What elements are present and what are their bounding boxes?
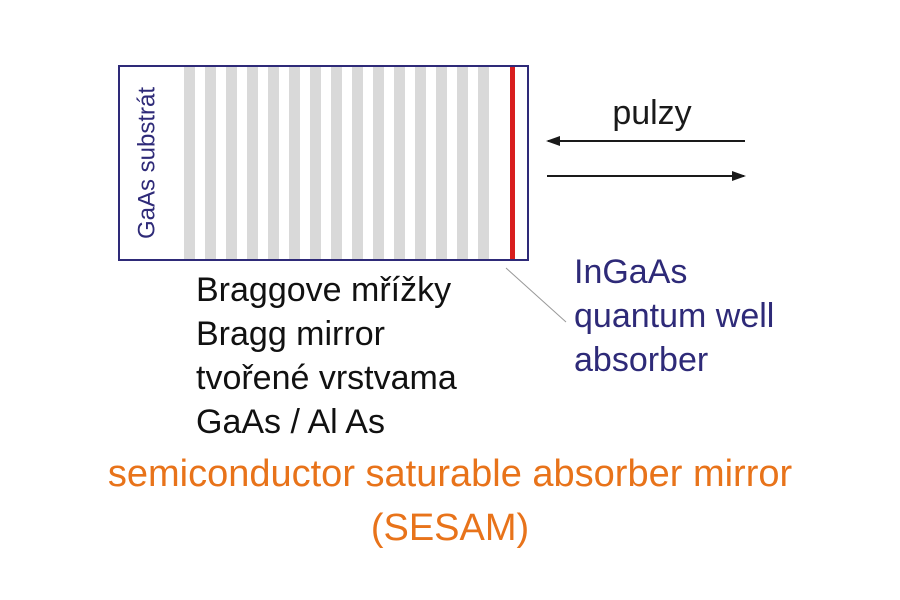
pulses-label: pulzy xyxy=(612,94,691,132)
bragg-layer-stripe xyxy=(436,67,447,259)
mirror-block xyxy=(118,65,529,261)
caption-acronym: (SESAM) xyxy=(370,507,530,549)
bragg-layer-stripe xyxy=(394,67,405,259)
bragg-layer-stripe xyxy=(478,67,489,259)
bragg-line-3: tvořené vrstvama xyxy=(196,359,457,397)
bragg-line-2: Bragg mirror xyxy=(196,315,385,353)
caption-title: semiconductor saturable absorber mirror xyxy=(107,453,793,495)
bragg-mirror-description: Braggove mřížky Bragg mirror tvořené vrs… xyxy=(196,268,457,444)
absorber-line-1: InGaAs xyxy=(574,253,688,291)
bragg-layer-stripe xyxy=(415,67,426,259)
bragg-layer-stripe xyxy=(373,67,384,259)
bragg-layer-stripe xyxy=(310,67,321,259)
mirror-frame xyxy=(118,65,529,261)
absorber-line-2: quantum well xyxy=(574,297,775,335)
bragg-layer-stripe xyxy=(226,67,237,259)
absorber-description: InGaAs quantum well absorber xyxy=(574,250,774,382)
substrate-label: GaAs substrát xyxy=(133,87,160,239)
bragg-layer-stripe xyxy=(352,67,363,259)
bragg-line-1: Braggove mřížky xyxy=(196,271,452,309)
bragg-layer-stripe xyxy=(457,67,468,259)
absorber-line-3: absorber xyxy=(574,341,709,379)
bragg-layer-stripe xyxy=(247,67,258,259)
bragg-layer-stripe xyxy=(331,67,342,259)
bragg-layer-stripe xyxy=(268,67,279,259)
bragg-line-4: GaAs / Al As xyxy=(196,403,385,441)
bragg-layers xyxy=(184,67,489,259)
ingaas-absorber-layer xyxy=(510,66,515,260)
bragg-layer-stripe xyxy=(184,67,195,259)
bragg-layer-stripe xyxy=(289,67,300,259)
bragg-layer-stripe xyxy=(205,67,216,259)
absorber-leader-line xyxy=(505,267,567,323)
